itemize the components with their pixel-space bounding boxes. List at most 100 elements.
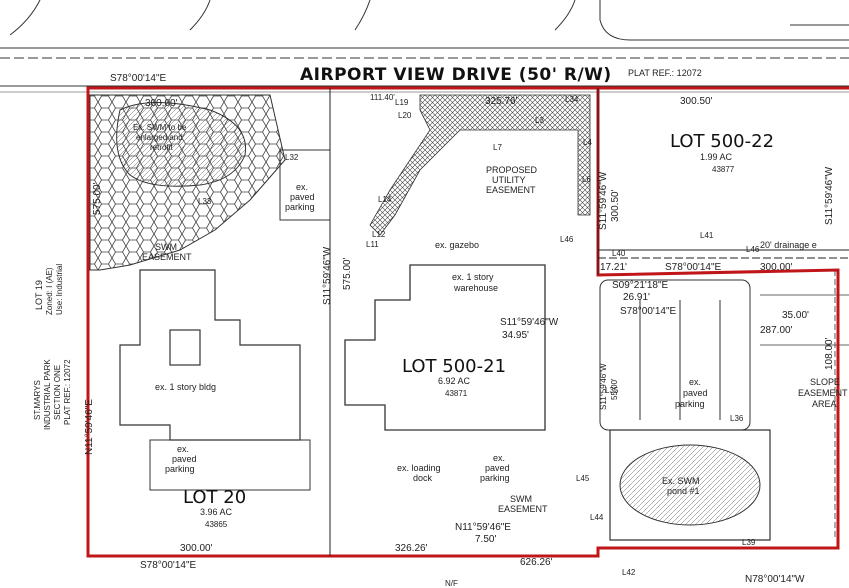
slope-2: EASEMENT bbox=[798, 388, 848, 398]
lot-500-21-area: 6.92 AC bbox=[438, 376, 471, 386]
parking-note-c1: parking bbox=[285, 202, 315, 212]
park-2: INDUSTRIAL PARK bbox=[43, 359, 52, 430]
parking-note-a3: ex. bbox=[493, 453, 505, 463]
park-4: PLAT REF.: 12072 bbox=[63, 359, 72, 425]
lot-20-area: 3.96 AC bbox=[200, 507, 233, 517]
plat-ref: PLAT REF.: 12072 bbox=[628, 68, 702, 78]
lot19-3: Use: Industrial bbox=[55, 264, 64, 315]
parking-bearing: S11°59'46"W bbox=[599, 363, 608, 410]
bearing-lot22-len: 300.50' bbox=[610, 189, 621, 222]
dist-300-top: 300.00' bbox=[145, 98, 178, 109]
lot19-2: Zoned: I (AE) bbox=[45, 267, 54, 315]
swm-easement-area bbox=[89, 94, 286, 271]
swm-bottom-2: EASEMENT bbox=[498, 504, 548, 514]
line-label-L7: L7 bbox=[493, 143, 502, 152]
warehouse-building bbox=[344, 264, 546, 431]
dist-35: 35.00' bbox=[782, 310, 809, 321]
parking-note-a4: ex. bbox=[689, 377, 701, 387]
line-label-L42: L42 bbox=[622, 568, 636, 577]
bearing-mid1: S78°00'14"E bbox=[665, 262, 721, 273]
line-label-L6: L6 bbox=[582, 175, 591, 184]
dist-300-lot22: 300.00' bbox=[760, 262, 793, 273]
line-label-L46: L46 bbox=[560, 235, 574, 244]
street-name: AIRPORT VIEW DRIVE (50' R/W) bbox=[300, 65, 612, 85]
parking-note-b2: paved bbox=[172, 454, 197, 464]
lot-500-22-id: 43877 bbox=[712, 165, 735, 174]
ne-label: N/F bbox=[445, 579, 458, 588]
parking-note-a1: ex. bbox=[296, 182, 308, 192]
utility-1: PROPOSED bbox=[486, 165, 538, 175]
lot-500-21-id: 43871 bbox=[445, 389, 468, 398]
lot-500-22-name: LOT 500-22 bbox=[670, 131, 774, 152]
line-label-L40: L40 bbox=[612, 249, 626, 258]
line-label-L45: L45 bbox=[576, 474, 590, 483]
slope-3: AREA bbox=[812, 399, 837, 409]
bearing-mid4: S11°59'46"W bbox=[322, 246, 333, 305]
swm-easement-1: SWM bbox=[155, 242, 177, 252]
bearing-bottom3: N78°00'14"W bbox=[745, 574, 805, 585]
line-label-L33: L33 bbox=[198, 197, 212, 206]
parking-note-b4: paved bbox=[683, 388, 708, 398]
lot-lines bbox=[329, 88, 849, 556]
pond-1: Ex. SWM bbox=[662, 476, 700, 486]
line-label-L39: L39 bbox=[742, 538, 756, 547]
lot-500-22-area: 1.99 AC bbox=[700, 152, 733, 162]
dist-111: 111.40' bbox=[370, 93, 395, 102]
labels: AIRPORT VIEW DRIVE (50' R/W) PLAT REF.: … bbox=[33, 65, 848, 588]
utility-3: EASEMENT bbox=[486, 185, 536, 195]
dist-326: 326.26' bbox=[395, 543, 428, 554]
utility-2: UTILITY bbox=[492, 175, 526, 185]
lot-500-21-name: LOT 500-21 bbox=[402, 356, 506, 377]
swm-note-1: Ex. SWM to be bbox=[133, 123, 187, 132]
bldg-label: ex. 1 story bldg bbox=[155, 382, 216, 392]
warehouse-1: ex. 1 story bbox=[452, 272, 494, 282]
bearing-mid3-len: 26.91' bbox=[623, 292, 650, 303]
swm-note-3: retrofit bbox=[150, 143, 173, 152]
swm-bottom-1: SWM bbox=[510, 494, 532, 504]
swm-easement-2: EASEMENT bbox=[142, 252, 192, 262]
pond-2: pond #1 bbox=[667, 486, 700, 496]
line-label-L35: L35 bbox=[605, 386, 619, 395]
road-lines bbox=[0, 0, 849, 93]
bearing-lot22-side: S11°59'46"W bbox=[598, 171, 609, 230]
utility-easement bbox=[369, 94, 591, 236]
bearing-left-side: N11°59'46"E bbox=[84, 399, 95, 455]
line-label-L32: L32 bbox=[285, 153, 299, 162]
bearing-mid3: S09°21'18"E bbox=[612, 280, 668, 291]
line-label-L36: L36 bbox=[730, 414, 744, 423]
parking-note-a2: ex. bbox=[177, 444, 189, 454]
dist-325: 325.76' bbox=[485, 96, 518, 107]
dist-300-50: 300.50' bbox=[680, 96, 713, 107]
dist-17: 17.21' bbox=[600, 262, 627, 273]
drainage-label: 20' drainage e bbox=[760, 240, 817, 250]
warehouse-2: warehouse bbox=[453, 283, 498, 293]
dist-626: 626.26' bbox=[520, 557, 553, 568]
parking-note-b1: paved bbox=[290, 192, 315, 202]
slope-1: SLOPE bbox=[810, 377, 840, 387]
bearing-mid2: S78°00'14"E bbox=[620, 306, 676, 317]
line-label-L20: L20 bbox=[398, 111, 412, 120]
slope-easement bbox=[760, 270, 849, 540]
park-1: ST.MARYS bbox=[33, 380, 42, 420]
park-3: SECTION ONE bbox=[53, 365, 62, 420]
dist-300-bottom: 300.00' bbox=[180, 543, 213, 554]
lot-20-name: LOT 20 bbox=[183, 487, 246, 508]
line-label-L3: L3 bbox=[535, 116, 544, 125]
bearing-lot22-right: S11°59'46"W bbox=[824, 166, 835, 225]
lot-20-id: 43865 bbox=[205, 520, 228, 529]
line-label-L46b: L46 bbox=[746, 245, 760, 254]
bearing-top-left: S78°00'14"E bbox=[110, 73, 166, 84]
line-label-L34: L34 bbox=[565, 95, 579, 104]
parking-len: 55.00' bbox=[610, 378, 619, 400]
swm-pond bbox=[609, 429, 771, 541]
loading-2: dock bbox=[413, 473, 433, 483]
lot19-1: LOT 19 bbox=[34, 280, 44, 310]
parking-note-c3: parking bbox=[480, 473, 510, 483]
parking-note-c2: parking bbox=[165, 464, 195, 474]
line-label-L44: L44 bbox=[590, 513, 604, 522]
line-label-L4: L4 bbox=[583, 138, 592, 147]
parking-note-c4: parking bbox=[675, 399, 705, 409]
parking-note-b3: paved bbox=[485, 463, 510, 473]
existing-building-left bbox=[119, 269, 301, 441]
dist-575-left: 575.00' bbox=[92, 182, 103, 215]
